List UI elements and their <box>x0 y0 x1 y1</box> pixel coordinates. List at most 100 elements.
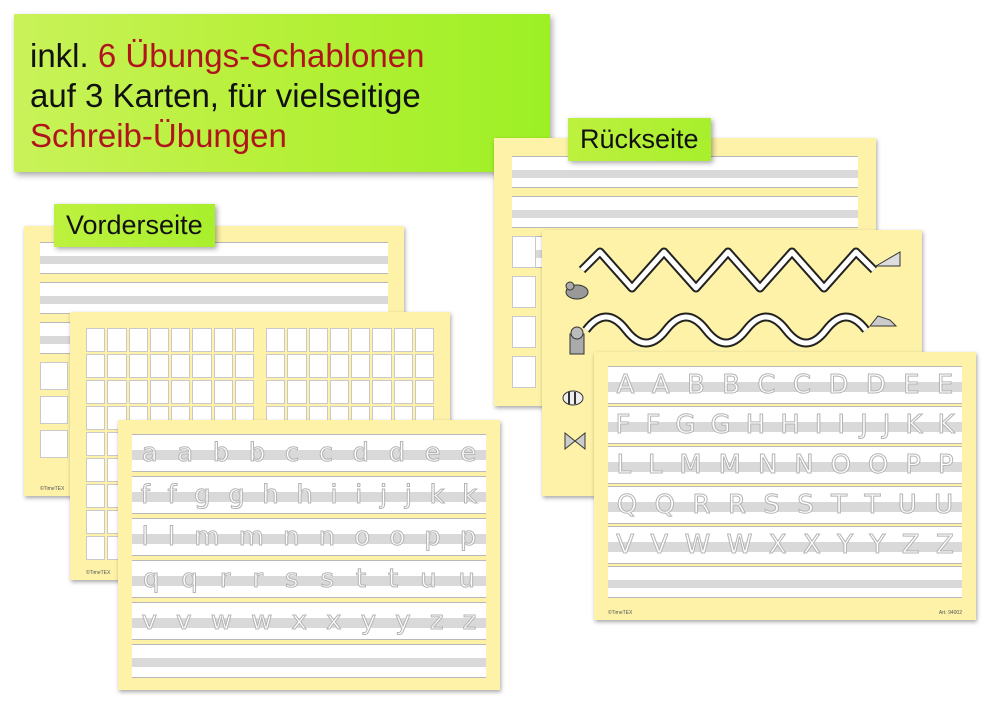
outline-letter: Z <box>901 530 920 561</box>
outline-letter: M <box>679 450 702 481</box>
outline-letter: p <box>459 522 477 553</box>
outline-letter: c <box>318 438 333 469</box>
grid-cell <box>308 354 328 378</box>
grid-cell <box>107 328 127 352</box>
outline-letter: a <box>177 438 194 469</box>
grid-cell <box>86 406 106 430</box>
outline-letter: p <box>424 522 441 553</box>
outline-letter: j <box>404 480 412 511</box>
grid-cell <box>86 354 106 378</box>
grid-cell <box>213 354 233 378</box>
back-side-label: Rückseite <box>568 118 711 161</box>
outline-letter: P <box>937 450 954 481</box>
outline-letter: n <box>318 522 336 553</box>
outline-letter: h <box>262 480 280 511</box>
outline-letter: U <box>897 490 917 521</box>
outline-letter: i <box>330 480 338 511</box>
outline-letter: f <box>140 480 150 511</box>
outline-letter: o <box>354 522 371 553</box>
outline-letter: R <box>692 490 711 521</box>
grid-cell <box>213 328 233 352</box>
outline-letter: k <box>462 480 478 511</box>
outline-letter: X <box>768 530 787 561</box>
grid-cell <box>329 380 349 404</box>
outline-letter: V <box>616 530 635 561</box>
grid-cell <box>86 536 106 560</box>
outline-letter: e <box>460 438 477 469</box>
outline-letter: B <box>686 370 705 401</box>
outline-letter: J <box>860 410 869 441</box>
outline-letter: l <box>141 522 149 553</box>
outline-letter: a <box>141 438 158 469</box>
grid-cell <box>149 354 169 378</box>
grid-cell <box>171 328 191 352</box>
outline-letter: y <box>395 606 411 637</box>
grid-cell <box>329 328 349 352</box>
outline-letter: g <box>194 480 211 511</box>
outline-letter: O <box>830 450 852 481</box>
outline-letter: u <box>458 564 476 595</box>
outline-letter: R <box>727 490 746 521</box>
outline-letter: H <box>780 410 801 441</box>
outline-letter: K <box>905 410 923 441</box>
outline-letter: N <box>794 450 814 481</box>
mouse-icon <box>565 281 589 300</box>
outline-letter: x <box>291 606 307 637</box>
front-side-label: Vorderseite <box>54 204 215 247</box>
grid-cell <box>287 328 307 352</box>
grid-cell <box>149 380 169 404</box>
outline-letter: A <box>616 370 635 401</box>
grid-cell <box>128 354 148 378</box>
grid-cell <box>351 380 371 404</box>
outline-letter: b <box>248 438 266 469</box>
outline-letter: q <box>142 564 160 595</box>
outline-letter: y <box>360 606 377 637</box>
outline-letter: J <box>882 410 891 441</box>
outline-letter: K <box>937 410 955 441</box>
dog-icon <box>569 326 585 355</box>
grid-cell <box>234 380 254 404</box>
grid-cell <box>308 328 328 352</box>
outline-letter: d <box>388 438 406 469</box>
outline-letter: r <box>219 564 231 595</box>
outline-letter: w <box>251 606 273 637</box>
outline-letter: d <box>352 438 370 469</box>
grid-cell <box>128 380 148 404</box>
grid-cell <box>287 354 307 378</box>
grid-cell <box>86 484 106 508</box>
grid-cell <box>86 432 106 456</box>
wave-pattern <box>578 247 878 348</box>
outline-letter: s <box>285 564 300 595</box>
outline-letter: m <box>194 522 220 553</box>
outline-letter: z <box>429 606 444 637</box>
outline-letter: Q <box>616 490 638 521</box>
outline-letter: r <box>252 564 264 595</box>
outline-letter: L <box>647 450 663 481</box>
grid-cell <box>414 328 434 352</box>
headline-banner: inkl. 6 Übungs-Schablonen auf 3 Karten, … <box>14 14 550 172</box>
outline-letter: W <box>726 530 753 561</box>
outline-letter: C <box>792 370 811 401</box>
outline-letter: H <box>745 410 766 441</box>
outline-letter: g <box>228 480 245 511</box>
outline-letter: C <box>757 370 776 401</box>
outline-letter: b <box>212 438 230 469</box>
grid-cell <box>393 380 413 404</box>
outline-letter: S <box>763 490 780 521</box>
grid-cell <box>329 354 349 378</box>
outline-letter: Q <box>654 490 676 521</box>
outline-letter: f <box>167 480 177 511</box>
outline-letter: E <box>936 370 954 401</box>
grid-cell <box>414 354 434 378</box>
headline-line-3: Schreib-Übungen <box>30 117 287 154</box>
grid-cell <box>234 328 254 352</box>
outline-letter: B <box>722 370 741 401</box>
outline-letter: l <box>167 522 176 553</box>
grid-cell <box>266 354 286 378</box>
